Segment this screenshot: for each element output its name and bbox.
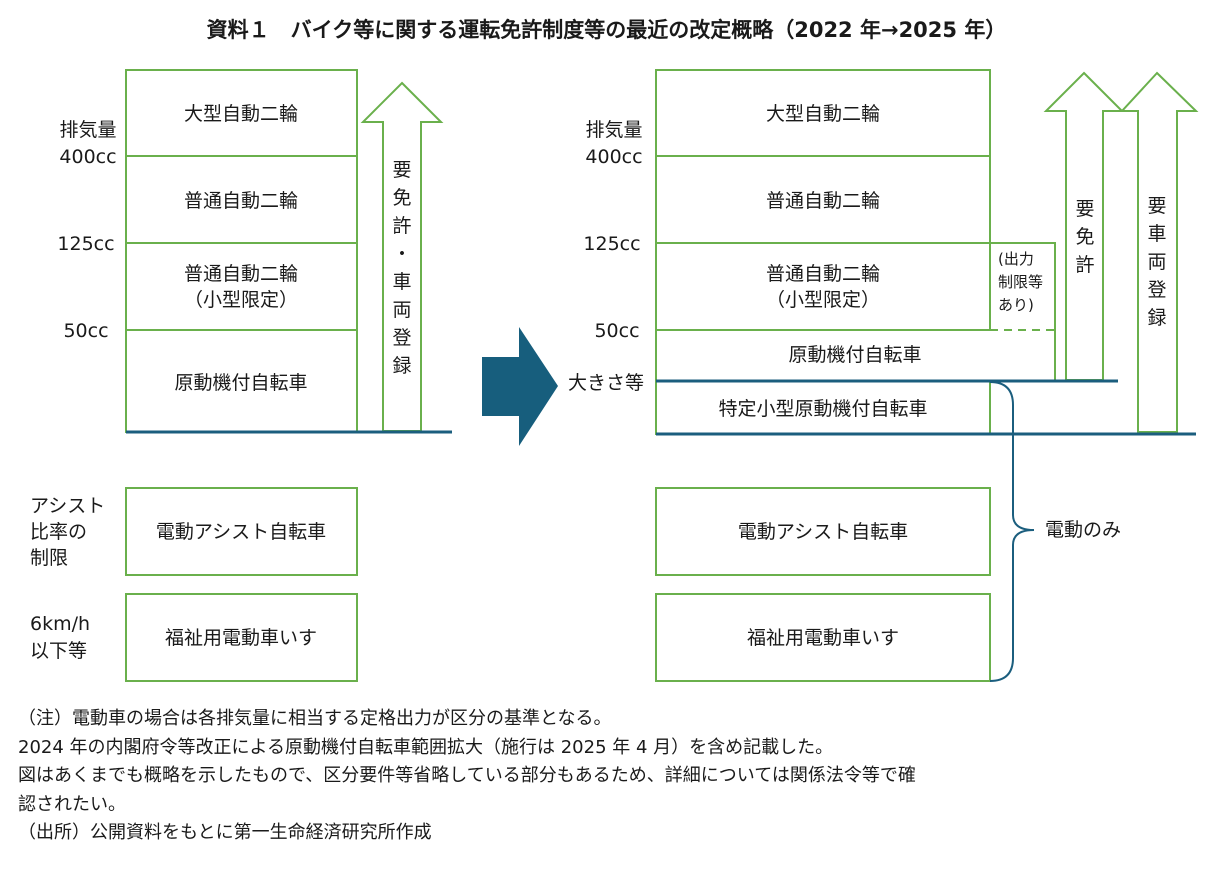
right-box-label: 大型自動二輪	[766, 103, 880, 125]
electric-only-label: 電動のみ	[1045, 519, 1121, 541]
figure-title: 資料１ バイク等に関する運転免許制度等の最近の改定概略（2022 年→2025 …	[206, 18, 1007, 42]
left-axis-label: 125cc	[57, 233, 114, 255]
left-box-moped	[125, 329, 358, 433]
left-box-label: 原動機付自転車	[174, 372, 307, 394]
right-registration-arrow	[1119, 71, 1199, 433]
arrow-char: 要	[392, 159, 411, 181]
footnotes: （注）電動車の場合は各排気量に相当する定格出力が区分の基準となる。 2024 年…	[18, 705, 1208, 848]
right-box-standard-motorcycle	[655, 155, 991, 244]
right-box-small-motorcycle	[655, 242, 991, 331]
arrow-char: ・	[392, 243, 411, 265]
left-arrow-label: 要 免 許 ・ 車 両 登 録	[392, 159, 411, 377]
footnote: （注）電動車の場合は各排気量に相当する定格出力が区分の基準となる。	[18, 708, 612, 729]
right-wheelchair-box-label: 福祉用電動車いす	[747, 627, 899, 649]
left-box-label: 普通自動二輪	[184, 190, 298, 212]
left-axis-label: 排気量	[59, 119, 116, 141]
left-box-wheelchair	[125, 593, 358, 682]
left-box-label: 大型自動二輪	[184, 103, 298, 125]
right-box-label: 原動機付自転車	[788, 344, 921, 366]
left-box-small-motorcycle	[125, 242, 358, 331]
arrow-char: 車	[392, 271, 411, 293]
output-limit-note: あり)	[998, 296, 1034, 314]
right-diagram: 大型自動二輪 普通自動二輪 普通自動二輪 （小型限定） 原動機付自転車 特定小型…	[568, 69, 1199, 682]
output-limit-note: 制限等	[998, 273, 1043, 291]
left-diagram: 大型自動二輪 普通自動二輪 普通自動二輪 （小型限定） 原動機付自転車 排気量 …	[30, 69, 452, 682]
arrow-char: 許	[392, 215, 411, 237]
right-box-label: 普通自動二輪	[766, 190, 880, 212]
left-wheelchair-box-label: 福祉用電動車いす	[165, 627, 317, 649]
right-box-label: （小型限定）	[766, 289, 880, 311]
arrow-char: 登	[1147, 279, 1166, 301]
arrow-char: 録	[392, 355, 411, 377]
left-box-standard-motorcycle	[125, 155, 358, 244]
left-axis-label: 400cc	[59, 146, 116, 168]
arrow-char: 要	[1147, 195, 1166, 217]
arrow-char: 許	[1075, 254, 1094, 276]
footnote: 図はあくまでも概略を示したもので、区分要件等省略している部分もあるため、詳細につ…	[18, 765, 916, 786]
left-box-label: （小型限定）	[184, 289, 298, 311]
left-wheelchair-label: 以下等	[30, 640, 87, 662]
right-axis-label: 50cc	[594, 320, 639, 342]
left-assist-label: 制限	[30, 547, 68, 569]
right-box-large-motorcycle	[655, 69, 991, 157]
left-assist-box-label: 電動アシスト自転車	[156, 521, 326, 543]
arrow-char: 両	[392, 299, 411, 321]
right-box-label: 普通自動二輪	[766, 263, 880, 285]
right-box-label: 特定小型原動機付自転車	[718, 398, 927, 420]
arrow-char: 登	[392, 327, 411, 349]
left-axis-label: 50cc	[63, 320, 108, 342]
left-box-assist-bicycle	[125, 487, 358, 576]
left-assist-label: 比率の	[30, 521, 87, 543]
right-box-assist-bicycle	[655, 487, 991, 576]
arrow-char: 録	[1147, 307, 1166, 329]
right-axis-label: 400cc	[585, 146, 642, 168]
left-box-label: 普通自動二輪	[184, 263, 298, 285]
footnote: （出所）公開資料をもとに第一生命経済研究所作成	[18, 822, 432, 843]
arrow-char: 免	[1075, 226, 1094, 248]
arrow-char: 免	[392, 187, 411, 209]
right-axis-label: 125cc	[583, 233, 640, 255]
output-limit-region	[990, 242, 1056, 381]
left-box-large-motorcycle	[125, 69, 358, 157]
right-box-wheelchair	[655, 593, 991, 682]
electric-only-brace	[989, 381, 1035, 682]
left-assist-label: アシスト	[30, 495, 105, 517]
output-limit-note: (出力	[998, 250, 1034, 268]
footnote: 2024 年の内閣府令等改正による原動機付自転車範囲拡大（施行は 2025 年 …	[18, 736, 834, 758]
right-assist-box-label: 電動アシスト自転車	[738, 521, 908, 543]
footnote: 認されたい。	[18, 793, 126, 815]
left-wheelchair-label: 6km/h	[30, 613, 90, 635]
arrow-char: 両	[1147, 251, 1166, 273]
arrow-char: 車	[1147, 223, 1166, 245]
license-diagram: 大型自動二輪 普通自動二輪 普通自動二輪 （小型限定） 原動機付自転車 排気量 …	[30, 69, 1199, 682]
right-axis-label: 排気量	[585, 119, 642, 141]
arrow-char: 要	[1075, 198, 1094, 220]
right-arrow-icon	[482, 327, 558, 446]
right-axis-label: 大きさ等	[568, 372, 644, 394]
